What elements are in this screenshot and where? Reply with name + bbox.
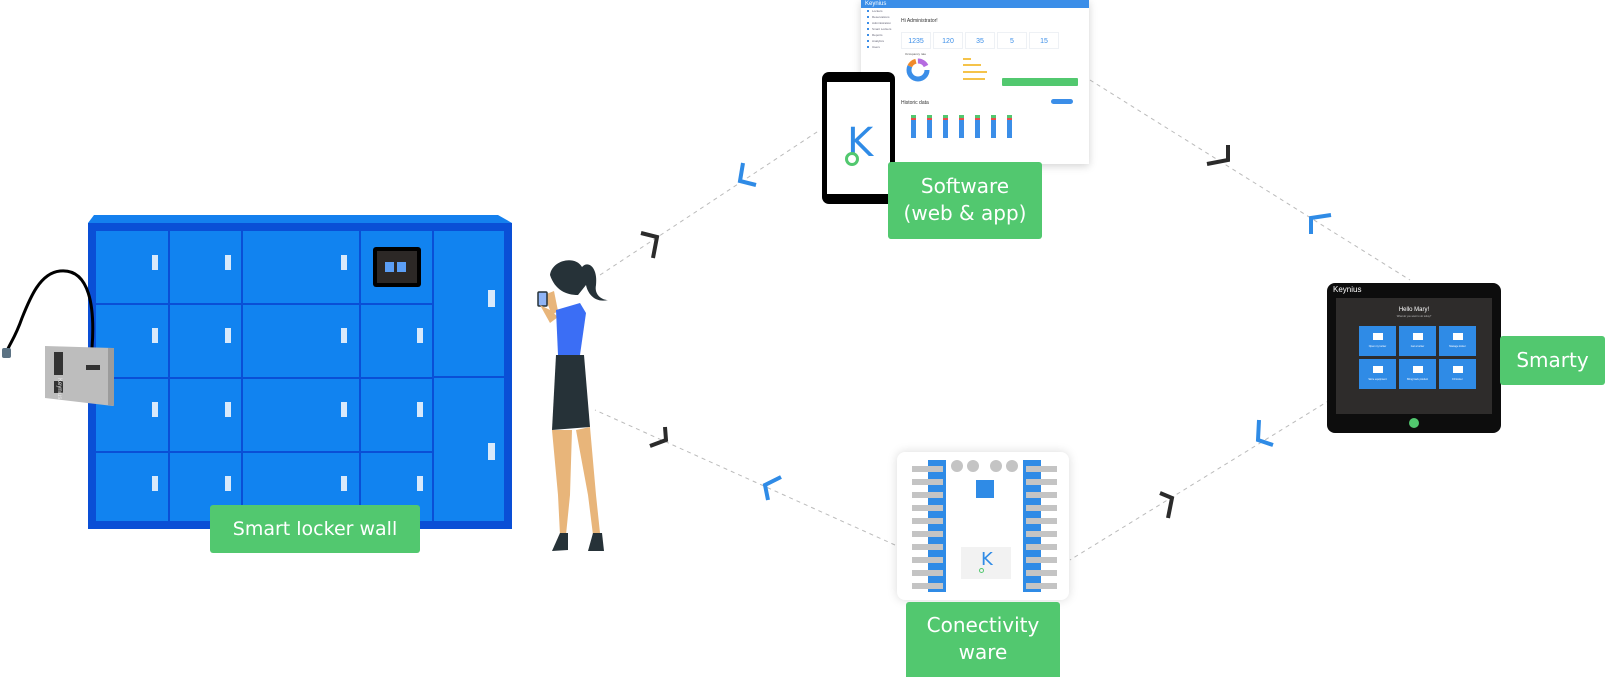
tile-label: Manage locker: [1449, 345, 1466, 348]
tile-label: Get a locker: [1410, 345, 1425, 348]
edge-user-software: [599, 129, 821, 276]
arrow-blue-icon: [762, 475, 782, 501]
smart-locker-wall: [88, 215, 512, 529]
edge-connectivity-user: [594, 409, 896, 546]
woman-with-phone-illustration: [537, 260, 608, 551]
tile-label: Open my locker: [1368, 345, 1387, 348]
sidebar-item: Analytics: [861, 38, 893, 44]
arrow-dark-icon: [1159, 491, 1175, 519]
occupancy-title: Occupancy rate: [905, 52, 927, 56]
tile-label: Bring back product: [1407, 378, 1428, 381]
cable-and-device-graphic: [2, 269, 114, 406]
lock-controller-device: Keynius: [0, 268, 120, 408]
sidebar-item: Administration: [861, 20, 893, 26]
tile-icon: [1372, 333, 1383, 340]
kpi-value: 15: [1029, 32, 1059, 49]
device-brand: Keynius: [56, 378, 62, 400]
label-connectivity-line2: ware: [958, 640, 1008, 664]
label-software-line2: (web & app): [903, 201, 1027, 225]
keynius-k-logo: K: [981, 549, 993, 570]
label-connectivity-line1: Conectivity: [926, 613, 1040, 637]
sidebar-item: Reports: [861, 32, 893, 38]
dashboard-greeting: Hi Administrator!: [901, 18, 938, 24]
smarty-tile[interactable]: Bring back product: [1399, 359, 1436, 389]
smarty-brand: Keynius: [1333, 285, 1362, 294]
arrow-blue-icon: [1255, 419, 1274, 447]
kpi-value: 5: [997, 32, 1027, 49]
kpi-value: 1235: [901, 32, 931, 49]
smarty-tablet: Keynius Hello Mary! What do you want to …: [1327, 283, 1501, 433]
connectivity-board: K: [897, 452, 1069, 600]
edge-software-smarty: [1089, 79, 1411, 281]
arrow-dark-icon: [649, 426, 669, 448]
logo-dot-icon: [979, 568, 984, 573]
sidebar-item: Lockers: [861, 8, 893, 14]
edge-smarty-connectivity: [1069, 399, 1331, 561]
label-connectivity: Conectivity ware: [906, 602, 1060, 677]
smarty-tile[interactable]: Store equipment: [1359, 359, 1396, 389]
nfc-reader-icon: [1409, 418, 1419, 428]
label-smart-locker-wall: Smart locker wall: [210, 505, 420, 553]
dashboard-sidebar: Lockers Reservations Administration Smar…: [861, 8, 893, 164]
smarty-tile[interactable]: Get a locker: [1399, 326, 1436, 356]
tile-icon: [1372, 366, 1383, 373]
tile-icon: [1412, 366, 1423, 373]
sidebar-item: Users: [861, 44, 893, 50]
tile-label: Store equipment: [1368, 378, 1387, 381]
smarty-tile[interactable]: Manage locker: [1439, 326, 1476, 356]
historic-data-title: Historic data: [901, 100, 929, 106]
phone-screen: K: [827, 82, 890, 194]
arrow-blue-icon: [737, 162, 757, 187]
arrow-blue-icon: [1309, 213, 1332, 234]
arrow-dark-icon: [640, 231, 660, 259]
label-smarty: Smarty: [1500, 336, 1605, 385]
mobile-app-phone: K: [822, 72, 895, 204]
dashboard-topbar: Keynius: [861, 0, 1089, 8]
dashboard-brand: Keynius: [865, 1, 887, 7]
tile-icon: [1452, 333, 1463, 340]
smarty-screen: Hello Mary! What do you want to do today…: [1336, 298, 1492, 414]
label-software: Software (web & app): [888, 162, 1042, 239]
arrow-dark-icon: [1206, 145, 1230, 166]
locker-wall-graphic: [88, 215, 512, 529]
user-figure: [530, 255, 620, 555]
kpi-value: 35: [965, 32, 995, 49]
dashboard-charts: [906, 58, 1078, 138]
kpi-value: 120: [933, 32, 963, 49]
circuit-board-graphic: [912, 460, 1057, 592]
smarty-tile[interactable]: Fill locker: [1439, 359, 1476, 389]
smarty-greeting: Hello Mary!: [1398, 307, 1430, 313]
sidebar-item: Reservations: [861, 14, 893, 20]
tile-icon: [1412, 333, 1423, 340]
tile-label: Fill locker: [1452, 378, 1463, 381]
sidebar-item: Smart Lockers: [861, 26, 893, 32]
logo-dot-icon: [845, 152, 859, 166]
tile-icon: [1452, 366, 1463, 373]
web-dashboard-preview: Keynius Lockers Reservations Administrat…: [861, 0, 1089, 164]
smarty-tile[interactable]: Open my locker: [1359, 326, 1396, 356]
smarty-subtitle: What do you want to do today?: [1396, 315, 1432, 318]
label-software-line1: Software: [920, 174, 1010, 198]
